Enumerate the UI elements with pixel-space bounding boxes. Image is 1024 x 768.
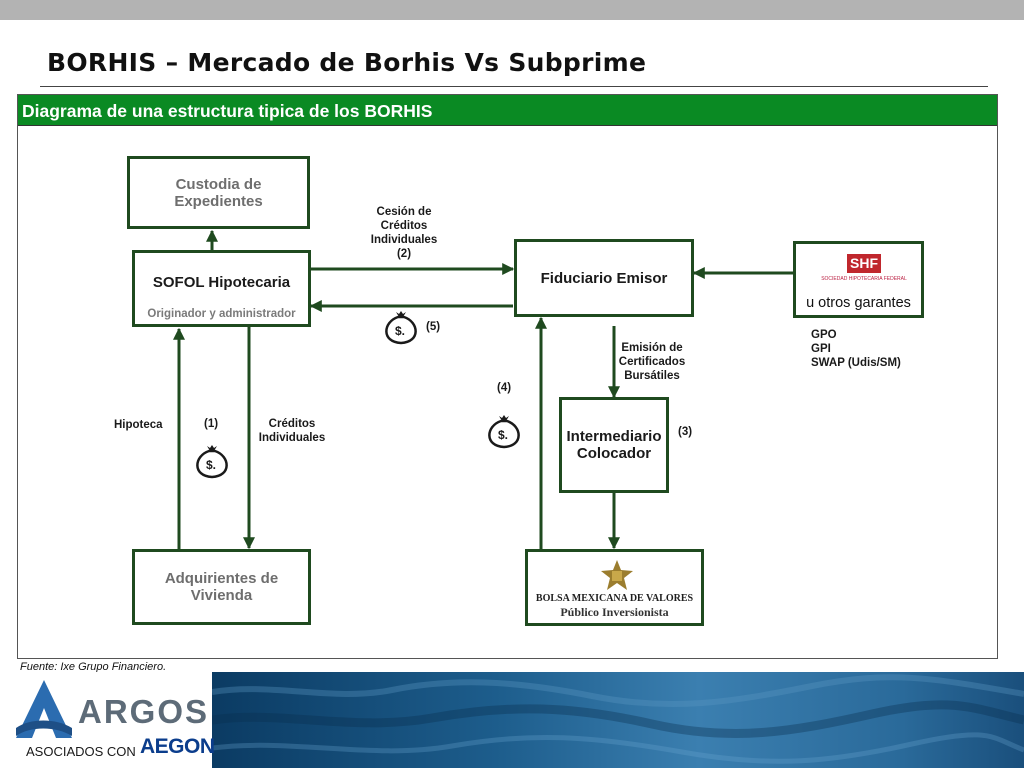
label-garantias-list: GPO GPI SWAP (Udis/SM): [811, 329, 901, 369]
node-garantes: u otros garantes: [793, 241, 924, 318]
label-step-5: (5): [426, 321, 441, 333]
label-cesion-creditos: Cesión de Créditos Individuales (2): [370, 206, 438, 260]
label-emision-certificados: Emisión de Certificados Bursátiles: [618, 342, 686, 382]
node-custodia-label: Custodia de Expedientes: [174, 175, 263, 210]
label-step-1: (1): [204, 418, 219, 430]
node-intermediario-label: Intermediario Colocador: [566, 428, 662, 462]
bmv-logo-icon: [601, 560, 633, 590]
node-sofol-hipotecaria: SOFOL Hipotecaria Originador y administr…: [132, 250, 311, 327]
node-sofol-title: SOFOL Hipotecaria: [152, 274, 291, 291]
money-bag-icon-5: [385, 309, 417, 345]
node-bolsa-mexicana: BOLSA MEXICANA DE VALORES Público Invers…: [525, 549, 704, 626]
label-hipoteca: Hipoteca: [114, 419, 163, 431]
node-intermediario-colocador: Intermediario Colocador: [559, 397, 669, 493]
node-custodia-expedientes: Custodia de Expedientes: [127, 156, 310, 229]
node-adquirientes-vivienda: Adquirientes de Vivienda: [132, 549, 311, 625]
source-note: Fuente: Ixe Grupo Financiero.: [20, 661, 167, 673]
panel-header-title: Diagrama de una estructura tipica de los…: [22, 101, 433, 121]
argos-logo-icon: [16, 680, 72, 738]
node-garantes-label: u otros garantes: [806, 295, 911, 311]
top-gray-bar: [0, 0, 1024, 20]
footer-water-banner: [212, 672, 1024, 768]
node-adquirientes-label: Adquirientes de Vivienda: [164, 570, 279, 604]
slide-title: BORHIS – Mercado de Borhis Vs Subprime: [47, 48, 647, 77]
node-fiduciario-label: Fiduciario Emisor: [540, 269, 668, 287]
argos-brand-text: ARGOS: [78, 693, 210, 730]
node-publico-inversionista: Público Inversionista: [560, 605, 669, 619]
shf-logo-caption: SOCIEDAD HIPOTECARIA FEDERAL: [821, 276, 907, 282]
label-step-4: (4): [497, 382, 512, 394]
partner-prefix: ASOCIADOS CON: [26, 744, 136, 759]
node-bolsa-name: BOLSA MEXICANA DE VALORES: [535, 593, 694, 604]
water-texture: [212, 674, 1024, 764]
aegon-logo-text: AEGON: [140, 735, 215, 758]
title-underline: [40, 86, 988, 87]
label-step-3: (3): [678, 426, 693, 438]
node-sofol-subtitle: Originador y administrador: [147, 308, 296, 320]
money-bag-icon-1: [196, 443, 228, 479]
node-fiduciario-emisor: Fiduciario Emisor: [514, 239, 694, 317]
money-bag-icon-4: [488, 413, 520, 449]
panel-header: Diagrama de una estructura tipica de los…: [18, 95, 997, 126]
label-creditos-individuales: Créditos Individuales: [258, 418, 326, 444]
shf-logo: SHF: [847, 254, 881, 273]
